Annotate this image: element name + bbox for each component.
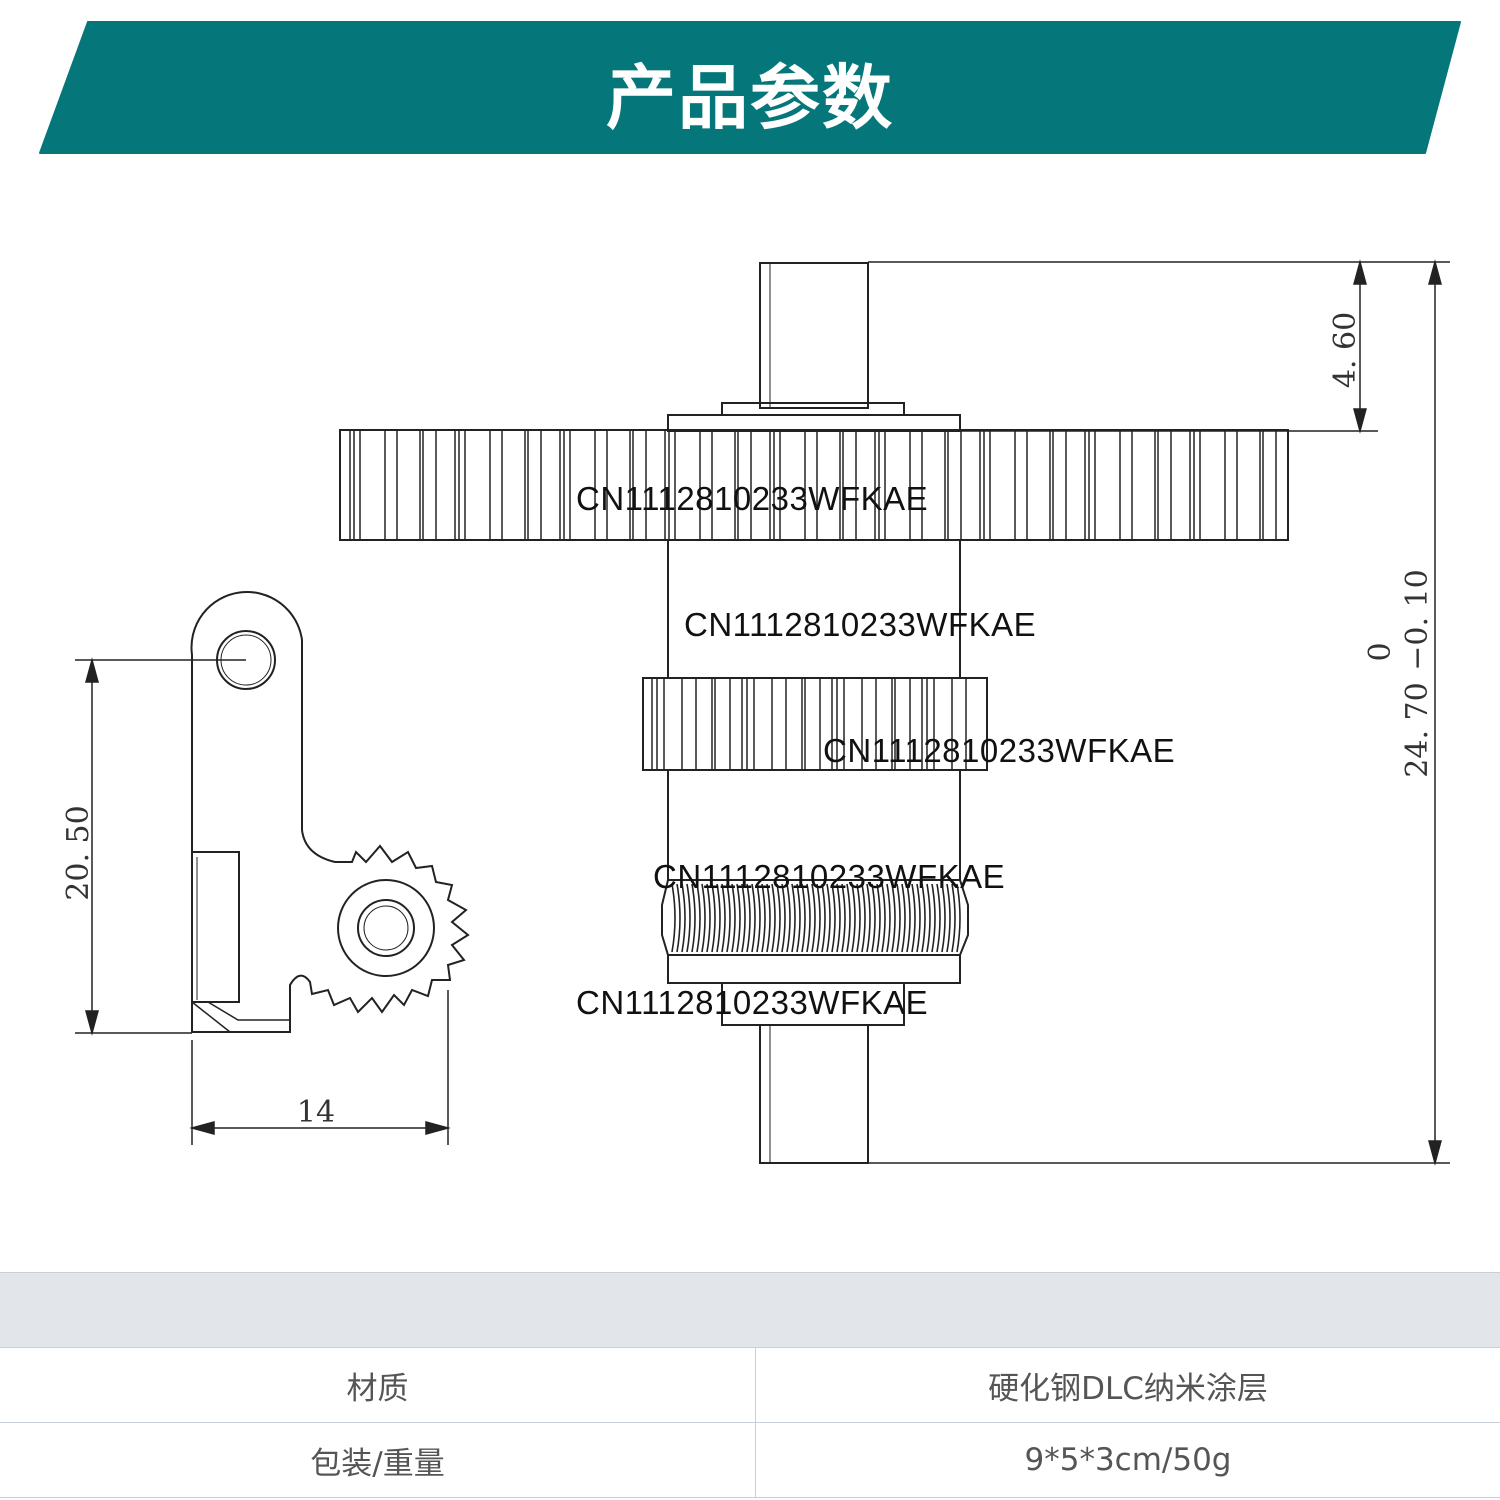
large-gear: [339, 429, 1289, 541]
watermark-text: CN1112810233WFKAE: [576, 984, 929, 1021]
dim-total-tol-upper: 0: [1363, 642, 1398, 661]
technical-drawing: 4. 60 24. 70 0 −0. 10 20. 50 14 CN111281…: [0, 170, 1500, 1270]
banner-shape: [39, 21, 1461, 154]
watermark-text: CN1112810233WFKAE: [653, 858, 1006, 895]
dim-total-tol-lower: −0. 10: [1400, 569, 1435, 670]
table-row: 包装/重量 9*5*3cm/50g: [0, 1422, 1500, 1498]
spec-table-header: [0, 1272, 1500, 1347]
spec-label-package: 包装/重量: [0, 1422, 756, 1498]
worm-thread: [661, 879, 969, 956]
gear-drawing-svg: 4. 60 24. 70 0 −0. 10 20. 50 14: [61, 259, 1450, 1166]
watermark-text: CN1112810233WFKAE: [684, 606, 1037, 643]
bottom-shaft: [759, 1024, 869, 1164]
dimension-lines-right: [868, 259, 1450, 1166]
top-shaft: [759, 262, 869, 409]
section-title: 产品参数: [606, 57, 894, 139]
dim-shaft-top: 4. 60: [1328, 312, 1363, 388]
spec-label-material: 材质: [0, 1347, 756, 1423]
spec-table: 材质 硬化钢DLC纳米涂层 包装/重量 9*5*3cm/50g: [0, 1347, 1500, 1498]
table-row: 材质 硬化钢DLC纳米涂层: [0, 1347, 1500, 1423]
section-banner: 产品参数: [0, 0, 1500, 170]
spec-value-material: 硬化钢DLC纳米涂层: [755, 1347, 1500, 1423]
dim-total-length: 24. 70: [1400, 682, 1435, 777]
watermark-text: CN1112810233WFKAE: [823, 732, 1176, 769]
spec-value-package: 9*5*3cm/50g: [755, 1422, 1500, 1498]
dim-arm-width: 14: [297, 1095, 335, 1130]
watermark-text: CN1112810233WFKAE: [576, 480, 929, 517]
arm-part: [190, 591, 470, 1033]
dim-arm-height: 20. 50: [61, 805, 96, 900]
dimension-lines-left: [75, 657, 451, 1145]
